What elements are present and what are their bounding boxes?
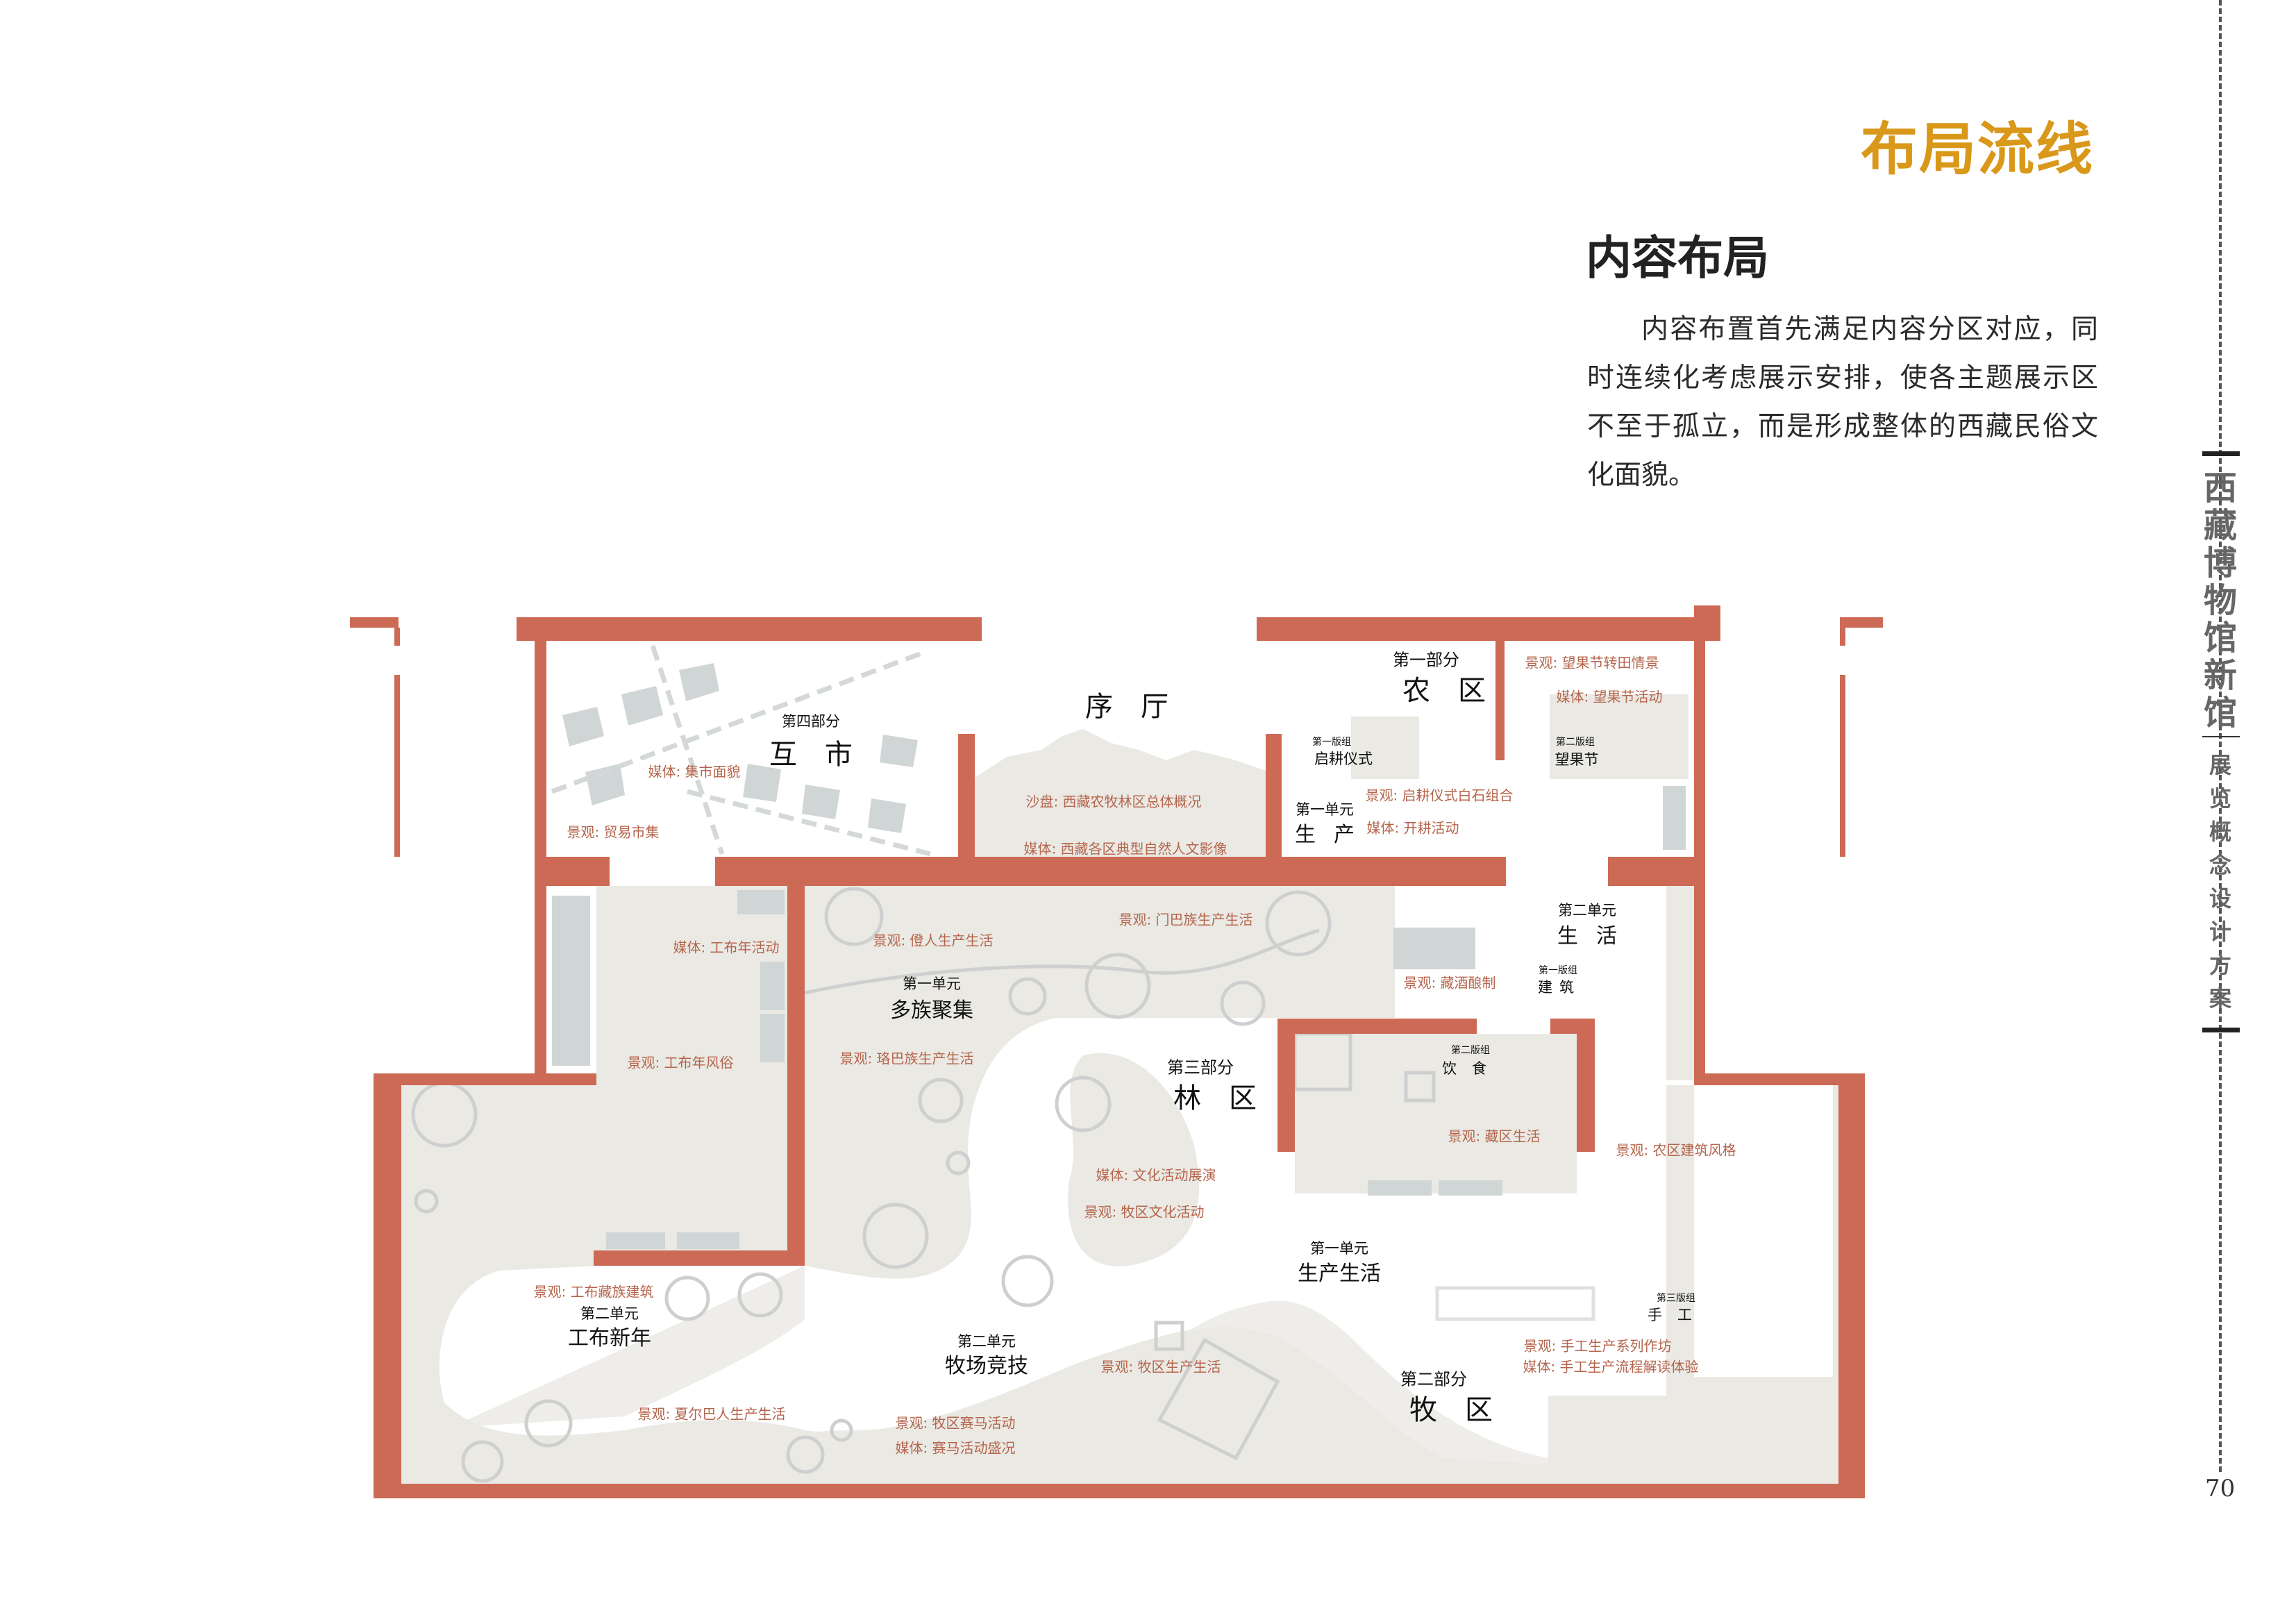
part4-scene: 景观: 贸易市集 [567,823,660,841]
part2-unit2-name: 牧场竞技 [945,1354,1028,1378]
part3-unit2-scene-custom: 景观: 工布年风俗 [627,1054,734,1071]
part1-name: 农区 [1402,675,1514,707]
lobby-media: 媒体: 西藏各区典型自然人文影像 [1023,840,1227,857]
vertical-project-subtitle: 展览概念设计方案 [2209,752,2231,1012]
part3-unit2-name: 工布新年 [568,1326,651,1350]
part2-unit2-media-race: 媒体: 赛马活动盛况 [895,1439,1016,1457]
part1-unit1-group1-name: 启耕仪式 [1314,751,1373,767]
part3-media-culture: 媒体: 文化活动展演 [1096,1166,1216,1184]
part2-unit2-scene-race: 景观: 牧区赛马活动 [895,1414,1016,1432]
description-paragraph: 内容布置首先满足内容分区对应，同时连续化考虑展示安排，使各主题展示区不至于孤立，… [1587,314,2098,491]
part3-name: 林区 [1173,1082,1284,1114]
market-guides [551,644,931,857]
part1-unit1-scene2: 景观: 望果节转田情景 [1525,654,1659,671]
part4-name: 互市 [769,739,880,771]
landscape-circles [411,887,1595,1483]
part3-scene-deng: 景观: 僜人生产生活 [873,932,994,949]
part4-label: 第四部分 [782,713,840,730]
vertical-project-title: 西藏博物馆新馆 [2203,469,2237,733]
part1-unit2-group1: 第一版组 [1539,965,1577,976]
lobby-name: 序厅 [1085,691,1196,723]
part3-scene-luoba: 景观: 珞巴族生产生活 [839,1050,974,1067]
part1-unit1-name: 生产 [1295,823,1373,847]
part1-unit1-media: 媒体: 开耕活动 [1366,819,1459,837]
part3-unit1-name: 多族聚集 [890,998,973,1023]
part1-unit1-group2: 第二版组 [1556,737,1595,748]
part1-unit2-group2-name: 饮食 [1442,1060,1502,1077]
part1-unit1-label: 第一单元 [1296,801,1354,818]
part3-unit1-label: 第一单元 [903,976,961,992]
part1-unit2-group1-name: 建筑 [1538,979,1581,996]
part2-unit2-label: 第二单元 [957,1333,1016,1350]
part2-unit1-label: 第一单元 [1310,1240,1368,1257]
part2-label: 第二部分 [1400,1369,1467,1389]
part1-unit2-scene-arch: 景观: 农区建筑风格 [1616,1141,1736,1159]
display-cases [552,663,1686,1249]
subsection-title: 内容布局 [1586,231,1769,285]
part1-unit2-scene-wine: 景观: 藏酒酿制 [1403,974,1496,991]
part3-label: 第三部分 [1167,1057,1234,1078]
margin-bar-bottom [2202,1028,2240,1032]
part1-unit2-name: 生活 [1557,924,1635,948]
part1-unit2-scene-life: 景观: 藏区生活 [1448,1128,1541,1145]
walls [350,605,1883,1498]
section-title: 布局流线 [1861,117,2095,183]
part4-media: 媒体: 集市面貌 [648,763,741,780]
part1-unit1-media2: 媒体: 望果节活动 [1556,688,1663,705]
part2-unit1-group3-name: 手工 [1648,1307,1707,1323]
margin-bar-top [2202,451,2240,456]
part1-unit2-label: 第二单元 [1558,902,1616,919]
part3-unit2-scene-arch: 景观: 工布藏族建筑 [533,1283,654,1300]
page-number: 70 [2205,1475,2236,1502]
part2-unit1-media-craft: 媒体: 手工生产流程解读体验 [1523,1358,1699,1375]
part2-unit1-group3: 第三版组 [1657,1293,1695,1304]
part1-unit1-group2-name: 望果节 [1555,751,1599,768]
part3-unit2-scene-sherpa: 景观: 夏尔巴人生产生活 [637,1405,786,1423]
part1-unit1-scene: 景观: 启耕仪式白石组合 [1365,787,1514,804]
part1-label: 第一部分 [1393,650,1459,670]
part3-scene-pastoral: 景观: 牧区文化活动 [1084,1203,1205,1221]
part3-unit2-label: 第二单元 [580,1305,639,1322]
part1-unit1-group1: 第一版组 [1312,737,1351,748]
lobby-sandtable: 沙盘: 西藏农牧林区总体概况 [1025,793,1202,810]
part2-unit2-scene-prod: 景观: 牧区生产生活 [1100,1358,1221,1375]
part2-name: 牧区 [1409,1394,1520,1426]
part3-scene-menba: 景观: 门巴族生产生活 [1118,911,1253,928]
part2-unit1-name: 生产生活 [1298,1262,1381,1286]
part2-unit1-scene-craft: 景观: 手工生产系列作坊 [1523,1337,1672,1355]
vertical-divider [2202,736,2240,737]
part3-unit2-media: 媒体: 工布年活动 [673,939,780,956]
part1-unit2-group2: 第二版组 [1451,1045,1490,1056]
